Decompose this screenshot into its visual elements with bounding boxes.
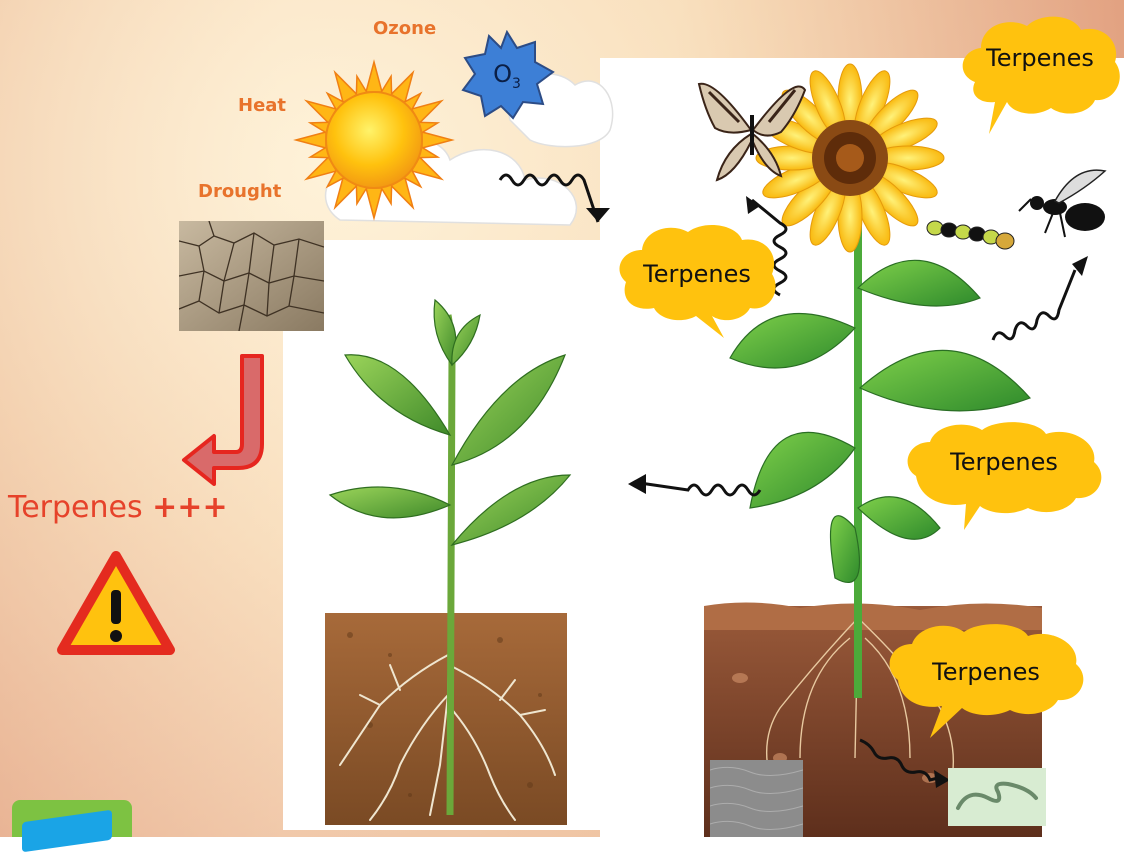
terpenes-cloud-leaf: Terpenes bbox=[612, 220, 782, 338]
logo bbox=[12, 800, 132, 837]
terpenes-cloud-root: Terpenes bbox=[880, 620, 1092, 740]
nematode-icon bbox=[948, 768, 1046, 826]
terpenes-cloud-stem: Terpenes bbox=[898, 420, 1110, 530]
terpenes-cloud-flower: Terpenes bbox=[955, 12, 1124, 137]
soil-microbes-photo bbox=[710, 760, 803, 837]
terpenes-cloud-text: Terpenes bbox=[898, 448, 1110, 476]
terpenes-cloud-text: Terpenes bbox=[880, 658, 1092, 686]
terpenes-cloud-text: Terpenes bbox=[612, 260, 782, 288]
terpenes-cloud-text: Terpenes bbox=[955, 44, 1124, 72]
